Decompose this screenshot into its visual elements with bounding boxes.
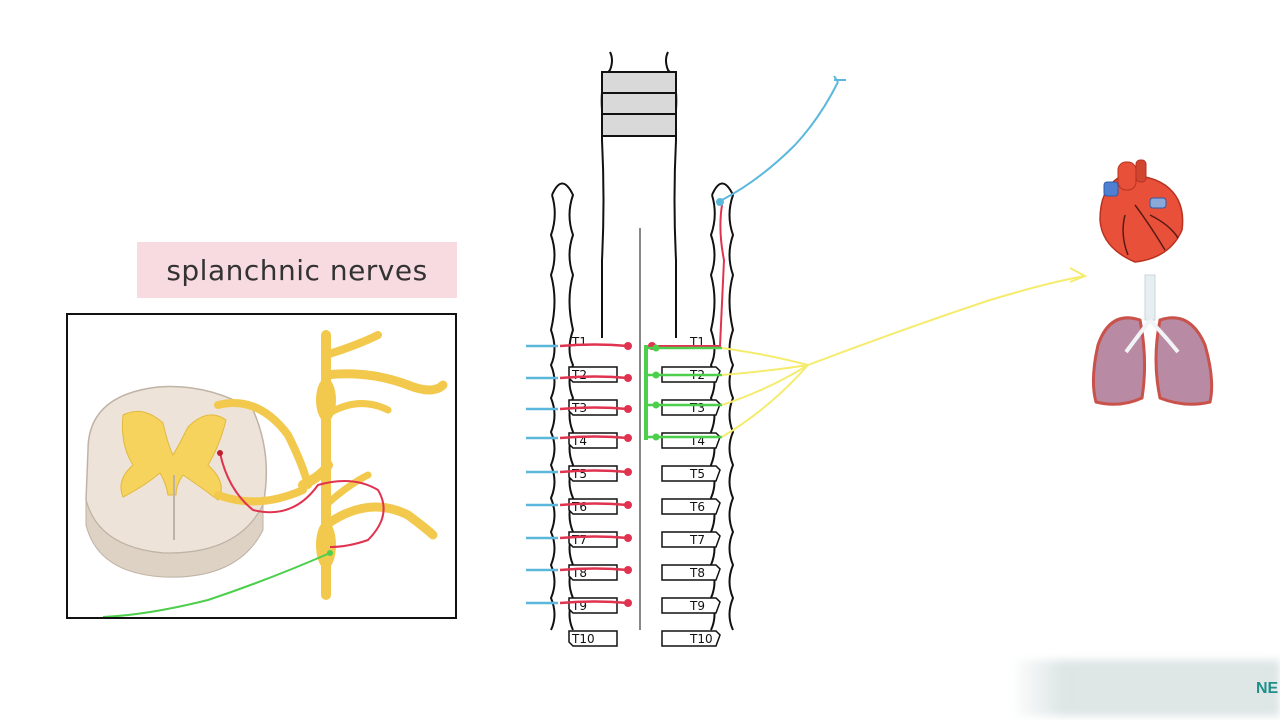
right-vertebra-box-7: [661, 531, 721, 548]
postganglionic-branch: [721, 364, 809, 438]
fiber-terminal: [624, 501, 632, 509]
left-sympathetic-chain: [551, 182, 575, 631]
right-vertebra-box-5: [661, 465, 721, 482]
grey-matter: [120, 410, 227, 501]
watermark-logo: [1010, 660, 1280, 716]
preganglionic-fiber: [559, 600, 629, 605]
left-vertebra-box-10: [568, 630, 618, 647]
right-vertebra-box-9: [661, 597, 721, 614]
trachea: [600, 51, 678, 338]
right-vertebra-label: T5: [689, 467, 705, 481]
heart-icon: [1099, 159, 1184, 263]
cardiopulmonary-nerve: [807, 275, 1086, 366]
fiber-terminal: [624, 599, 632, 607]
fiber-terminal: [624, 468, 632, 476]
fiber-terminal: [624, 342, 632, 350]
left-preganglionic-fibers: [559, 342, 632, 607]
postganglionic-fiber: [102, 552, 331, 617]
ascending-preganglionic-fiber: [652, 204, 726, 347]
branch-node: [652, 433, 660, 441]
postganglionic-branch: [721, 364, 809, 376]
right-vertebra-label: T3: [689, 401, 705, 415]
left-vertebra-label: T1: [571, 335, 587, 349]
preganglionic-fiber: [559, 567, 629, 572]
dorsal-root: [214, 399, 312, 489]
preganglionic-fiber: [219, 452, 385, 548]
preganglionic-fiber: [559, 406, 629, 411]
postganglionic-fibers: [721, 347, 809, 438]
left-sensory-fibers: [526, 344, 558, 605]
fiber-terminal: [624, 566, 632, 574]
preganglionic-fiber: [559, 435, 629, 440]
title: splanchnic nerves: [166, 253, 428, 287]
lungs-icon: [1091, 274, 1214, 406]
fiber-terminal: [624, 434, 632, 442]
ascending-sensory-fiber: [721, 81, 839, 201]
left-vertebra-label: T5: [571, 467, 587, 481]
right-vertebra-label: T9: [689, 599, 705, 613]
postganglionic-branch: [721, 364, 809, 406]
spinal-cord-side: [85, 499, 264, 578]
preganglionic-fiber: [559, 535, 629, 540]
right-vertebra-box-6: [661, 498, 721, 515]
left-vertebra-label: T2: [571, 368, 587, 382]
preganglionic-fiber: [559, 502, 629, 507]
fiber-terminal: [624, 534, 632, 542]
ventral-root: [214, 486, 307, 506]
postganglionic-branch: [721, 347, 809, 366]
spinal-cord-illustration: [85, 330, 448, 617]
branch-node: [652, 344, 660, 352]
branch-node: [652, 371, 660, 379]
watermark-text: NE: [1256, 680, 1279, 697]
right-vertebra-box-8: [661, 564, 721, 581]
fiber-terminal: [624, 405, 632, 413]
fiber-terminal: [624, 374, 632, 382]
branch-node: [652, 401, 660, 409]
right-vertebra-label: T7: [689, 533, 705, 547]
left-vertebra-label: T7: [571, 533, 587, 547]
right-vertebra-label: T6: [689, 500, 705, 514]
left-vertebra-label: T6: [571, 500, 587, 514]
title-box: splanchnic nerves: [137, 242, 457, 298]
spinal-cord-inset: [66, 313, 457, 619]
green-branches: [646, 344, 722, 441]
preganglionic-fiber: [559, 469, 629, 474]
right-vertebra-label: T8: [689, 566, 705, 580]
preganglionic-fiber: [559, 375, 629, 380]
right-vertebra-label: T10: [689, 632, 713, 646]
right-vertebra-box-10: [661, 630, 721, 647]
preganglionic-fiber: [559, 343, 629, 348]
right-sympathetic-chain: [711, 182, 735, 631]
left-vertebra-label: T10: [571, 632, 595, 646]
